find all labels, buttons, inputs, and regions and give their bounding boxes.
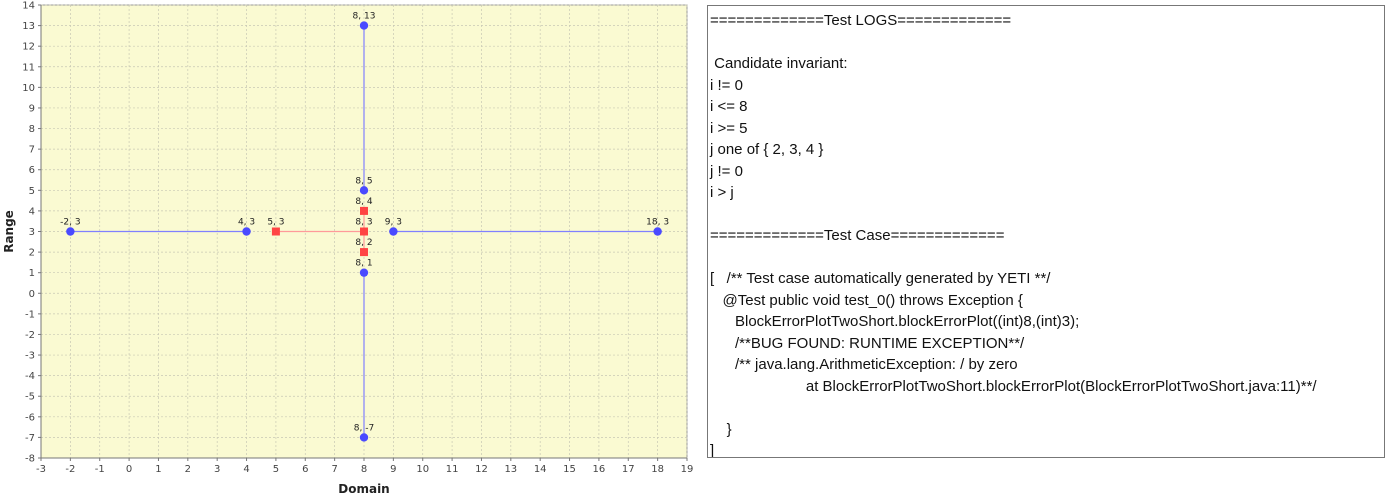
y-tick-label: 4 <box>29 206 35 217</box>
log-line <box>710 247 1382 269</box>
y-tick-label: 7 <box>29 145 35 156</box>
log-line: =============Test Case============= <box>710 227 1005 244</box>
y-tick-label: -2 <box>25 330 35 341</box>
log-line: i >= 5 <box>710 119 748 137</box>
x-tick-label: 17 <box>622 464 635 475</box>
y-tick-label: 10 <box>22 83 35 94</box>
log-line: i != 0 <box>710 76 743 94</box>
x-tick-label: 11 <box>446 464 459 475</box>
x-tick-label: 4 <box>243 464 249 475</box>
y-tick-label: -3 <box>25 351 35 362</box>
y-tick-label: -6 <box>25 412 35 423</box>
y-tick-label: -8 <box>25 454 35 465</box>
data-point-label: 8, 4 <box>355 197 372 207</box>
x-axis-label: Domain <box>338 482 389 496</box>
x-tick-label: 18 <box>651 464 664 475</box>
data-point-label: 8, 13 <box>353 12 376 22</box>
y-tick-label: 14 <box>22 1 35 12</box>
y-tick-label: -5 <box>25 392 35 403</box>
log-line: } <box>710 420 732 438</box>
log-line: BlockErrorPlotTwoShort.blockErrorPlot((i… <box>710 313 1080 330</box>
data-point-label: -2, 3 <box>60 218 80 228</box>
log-line: =============Test LOGS============= <box>710 12 1012 29</box>
y-tick-label: 5 <box>29 186 35 197</box>
x-tick-label: 1 <box>155 464 161 475</box>
data-point-circle <box>359 268 369 277</box>
x-tick-label: 14 <box>534 464 547 475</box>
data-point-label: 18, 3 <box>646 218 669 228</box>
data-point-square <box>360 248 368 257</box>
test-log-text: =============Test LOGS============= Cand… <box>710 10 1382 458</box>
log-line: j != 0 <box>710 162 743 180</box>
y-tick-label: 3 <box>29 227 35 238</box>
y-tick-label: 12 <box>22 42 35 53</box>
x-tick-label: 5 <box>273 464 279 475</box>
log-line: i <= 8 <box>710 98 748 115</box>
x-tick-label: 3 <box>214 464 220 475</box>
y-tick-label: 6 <box>29 165 35 176</box>
data-point-label: 9, 3 <box>385 218 402 228</box>
log-line: ] <box>710 442 715 458</box>
y-tick-label: 2 <box>29 248 35 259</box>
x-tick-label: 6 <box>302 464 308 475</box>
test-log-panel[interactable]: =============Test LOGS============= Cand… <box>707 5 1385 458</box>
x-tick-label: 13 <box>504 464 517 475</box>
y-tick-label: 0 <box>29 289 35 300</box>
data-point-label: 4, 3 <box>238 218 255 228</box>
y-tick-label: 13 <box>22 21 35 32</box>
x-tick-label: 8 <box>361 464 367 475</box>
data-point-label: 8, 5 <box>355 176 372 186</box>
data-point-label: 8, 3 <box>355 218 372 228</box>
data-point-circle <box>242 227 251 236</box>
log-line: /**BUG FOUND: RUNTIME EXCEPTION**/ <box>710 334 1025 352</box>
y-tick-label: 1 <box>29 268 35 279</box>
x-tick-label: 2 <box>185 464 191 475</box>
log-line: @Test public void test_0() throws Except… <box>710 291 1023 309</box>
data-point-label: 5, 3 <box>267 218 284 228</box>
data-point-label: 8, 1 <box>355 259 372 269</box>
data-point-square <box>360 227 368 236</box>
x-tick-label: 12 <box>475 464 488 475</box>
y-tick-label: 9 <box>29 103 35 114</box>
log-line <box>710 397 1382 419</box>
y-tick-label: -4 <box>25 371 35 382</box>
log-line: /** java.lang.ArithmeticException: / by … <box>710 356 1018 373</box>
y-axis-label: Range <box>2 210 16 253</box>
x-tick-label: -2 <box>65 464 75 475</box>
data-point-square <box>360 206 368 215</box>
x-tick-label: 7 <box>331 464 337 475</box>
data-point-label: 8, 2 <box>355 238 372 248</box>
x-tick-label: 9 <box>390 464 396 475</box>
x-tick-label: 0 <box>126 464 132 475</box>
log-line: at BlockErrorPlotTwoShort.blockErrorPlot… <box>710 377 1317 395</box>
data-point-circle <box>359 186 369 195</box>
log-line <box>710 32 1382 54</box>
x-tick-label: 15 <box>563 464 576 475</box>
x-tick-label: 10 <box>416 464 429 475</box>
data-point-label: 8, -7 <box>354 423 374 433</box>
data-point-circle <box>359 21 369 30</box>
x-tick-label: -3 <box>36 464 46 475</box>
log-line: j one of { 2, 3, 4 } <box>710 141 824 158</box>
data-point-circle <box>653 227 662 236</box>
x-tick-label: 16 <box>593 464 606 475</box>
data-point-circle <box>359 433 369 442</box>
y-tick-label: 11 <box>22 62 35 73</box>
log-line: [ /** Test case automatically generated … <box>710 270 1051 287</box>
data-point-circle <box>66 227 75 236</box>
y-tick-label: -1 <box>25 309 35 320</box>
log-line: i > j <box>710 184 734 201</box>
data-point-circle <box>389 227 398 236</box>
y-tick-label: -7 <box>25 433 35 444</box>
x-tick-label: -1 <box>95 464 105 475</box>
log-line: Candidate invariant: <box>710 55 848 72</box>
data-point-square <box>271 227 280 236</box>
y-tick-label: 8 <box>29 124 35 135</box>
x-tick-label: 19 <box>681 464 694 475</box>
log-line <box>710 204 1382 226</box>
